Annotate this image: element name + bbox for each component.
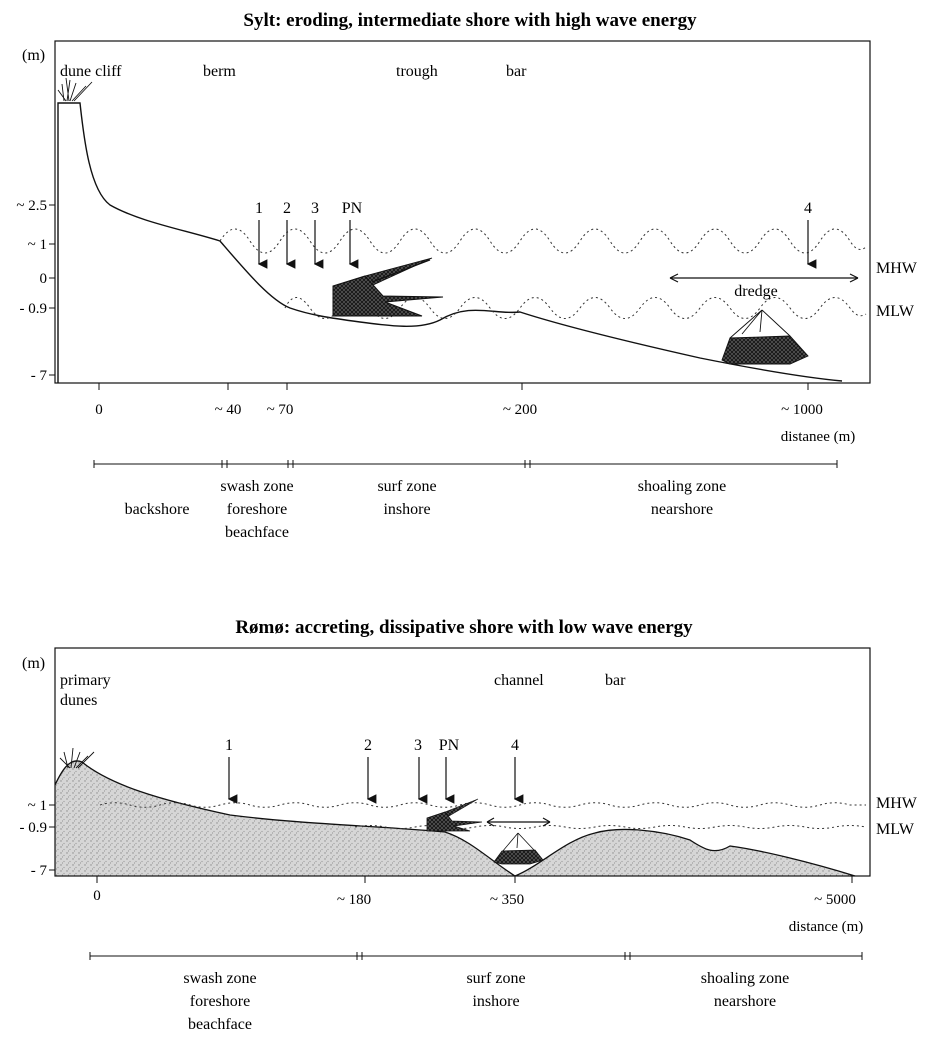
- feature-label-trough: trough: [396, 63, 438, 80]
- dredge-range-arrow: [486, 817, 551, 827]
- mlw-wave: [284, 297, 867, 319]
- zone-label: backshore: [125, 501, 190, 518]
- station-label: PN: [439, 737, 460, 754]
- y-tick-label: - 0.9: [20, 301, 48, 317]
- x-tick-label: ~ 70: [267, 402, 294, 418]
- y-unit-label: (m): [22, 655, 45, 672]
- plot-frame: [54, 40, 871, 384]
- y-tick-label: ~ 1: [28, 237, 47, 253]
- mhw-wave: [219, 228, 867, 254]
- panel-title: Rømø: accreting, dissipative shore with …: [235, 617, 693, 638]
- x-tick-label: 0: [93, 888, 101, 904]
- y-tick-label: - 7: [31, 368, 48, 384]
- feature-label-dunes: dunes: [60, 692, 97, 709]
- mlw-label: MLW: [876, 821, 915, 838]
- station-label: 2: [283, 200, 291, 217]
- station-label: 4: [804, 200, 812, 217]
- y-axis: ~ 1 - 0.9 - 7: [20, 798, 55, 879]
- x-tick-label: ~ 180: [337, 892, 371, 908]
- zone-label: foreshore: [190, 993, 250, 1010]
- push-net-icon: [332, 257, 444, 317]
- push-net-icon: [426, 798, 483, 832]
- dredge-icon: [721, 309, 809, 365]
- panel-title: Sylt: eroding, intermediate shore with h…: [243, 10, 697, 31]
- station-markers: [257, 220, 817, 269]
- mlw-wave: [354, 825, 867, 829]
- feature-label-bar: bar: [605, 672, 626, 689]
- station-label: 3: [311, 200, 319, 217]
- x-tick-label: ~ 5000: [814, 892, 856, 908]
- feature-label-bar: bar: [506, 63, 527, 80]
- y-unit-label: (m): [22, 47, 45, 64]
- x-axis: 0 ~ 180 ~ 350 ~ 5000 distance (m): [93, 876, 863, 935]
- zone-label: inshore: [472, 993, 519, 1010]
- zone-label: beachface: [188, 1016, 252, 1033]
- feature-label-channel: channel: [494, 672, 544, 689]
- feature-label-berm: berm: [203, 63, 236, 80]
- dune-grass-icon: [59, 747, 95, 769]
- y-tick-label: - 7: [31, 863, 48, 879]
- station-label: PN: [342, 200, 363, 217]
- dune-grass-icon: [57, 77, 93, 102]
- x-axis-label: distance (m): [789, 919, 864, 935]
- feature-label-dune-cliff: dune cliff: [60, 63, 122, 80]
- zone-label: nearshore: [714, 993, 776, 1010]
- x-tick-label: ~ 350: [490, 892, 524, 908]
- zone-bar: [89, 952, 863, 960]
- zone-label: nearshore: [651, 501, 713, 518]
- y-tick-label: 0: [40, 271, 48, 287]
- x-tick-label: 0: [95, 402, 103, 418]
- beach-profile: [57, 102, 843, 383]
- station-label: 3: [414, 737, 422, 754]
- station-label: 4: [511, 737, 519, 754]
- station-label: 2: [364, 737, 372, 754]
- x-tick-label: ~ 1000: [781, 402, 823, 418]
- mlw-label: MLW: [876, 303, 915, 320]
- x-tick-label: ~ 40: [215, 402, 242, 418]
- x-tick-label: ~ 200: [503, 402, 537, 418]
- zone-label: surf zone: [377, 478, 436, 495]
- zone-label: shoaling zone: [638, 478, 726, 495]
- mhw-label: MHW: [876, 795, 918, 812]
- station-label: 1: [225, 737, 233, 754]
- zone-label: surf zone: [466, 970, 525, 987]
- beach-profile: [54, 760, 856, 877]
- y-tick-label: - 0.9: [20, 820, 48, 836]
- y-axis: ~ 2.5 ~ 1 0 - 0.9 - 7: [16, 198, 55, 384]
- dredge-range-arrow: [669, 273, 859, 283]
- zone-label: shoaling zone: [701, 970, 789, 987]
- y-tick-label: ~ 1: [28, 798, 47, 814]
- dredge-label: dredge: [734, 283, 778, 300]
- feature-label-primary: primary: [60, 672, 111, 689]
- mhw-label: MHW: [876, 260, 918, 277]
- dredge-icon: [493, 832, 544, 865]
- zone-label: swash zone: [183, 970, 256, 987]
- zone-label: foreshore: [227, 501, 287, 518]
- zone-label: inshore: [383, 501, 430, 518]
- station-label: 1: [255, 200, 263, 217]
- panel-romo: Rømø: accreting, dissipative shore with …: [20, 617, 918, 1033]
- station-markers: [227, 757, 524, 804]
- mhw-wave: [99, 802, 866, 808]
- panel-sylt: Sylt: eroding, intermediate shore with h…: [16, 10, 917, 541]
- sand-body: [55, 760, 855, 876]
- zone-bar: [93, 460, 838, 468]
- x-axis-label: distanee (m): [781, 429, 856, 445]
- y-tick-label: ~ 2.5: [16, 198, 47, 214]
- x-axis: 0 ~ 40 ~ 70 ~ 200 ~ 1000 distanee (m): [95, 383, 855, 445]
- zone-label: swash zone: [220, 478, 293, 495]
- plot-frame: [54, 647, 871, 877]
- zone-label: beachface: [225, 524, 289, 541]
